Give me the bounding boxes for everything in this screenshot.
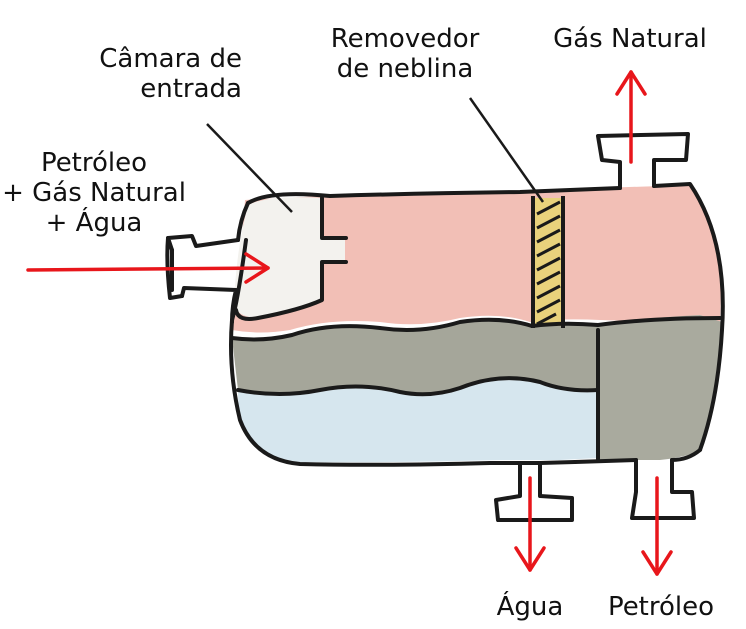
label-gas-outlet: Gás Natural — [553, 24, 707, 54]
label-inlet-chamber-line-2: entrada — [140, 74, 242, 104]
mist-remover-border — [531, 196, 565, 328]
oil-outlet-arrow — [641, 476, 673, 576]
gas-phase-region — [232, 185, 721, 333]
label-inlet-feed-line-2: + Gás Natural — [2, 178, 186, 208]
label-mist-remover-line-1: Removedor — [330, 24, 480, 54]
inlet-chamber-leader — [206, 123, 293, 213]
oil-phase-region — [232, 319, 598, 395]
mist-remover-hatch — [536, 200, 561, 326]
label-inlet-chamber-line-1: Câmara de — [99, 44, 242, 74]
label-inlet-feed-line-3: + Água — [45, 208, 143, 238]
label-inlet-chamber: Câmara de entrada — [86, 44, 242, 104]
gas-outlet-arrow — [615, 70, 647, 164]
label-mist-remover: Removedor de neblina — [322, 24, 488, 84]
label-inlet-feed-line-1: Petróleo — [40, 148, 148, 178]
water-outlet-arrow — [514, 476, 546, 572]
water-phase-region — [238, 380, 598, 463]
vessel-outline — [165, 132, 725, 522]
label-water-outlet: Água — [496, 592, 564, 622]
mist-remover-leader — [468, 97, 545, 203]
label-inlet-feed: Petróleo + Gás Natural + Água — [2, 148, 186, 238]
label-oil-outlet: Petróleo — [607, 592, 715, 622]
inlet-flow-arrow — [26, 252, 270, 284]
oil-chamber-region — [598, 315, 722, 460]
inlet-chamber-region — [234, 197, 345, 318]
label-mist-remover-line-2: de neblina — [336, 54, 474, 84]
